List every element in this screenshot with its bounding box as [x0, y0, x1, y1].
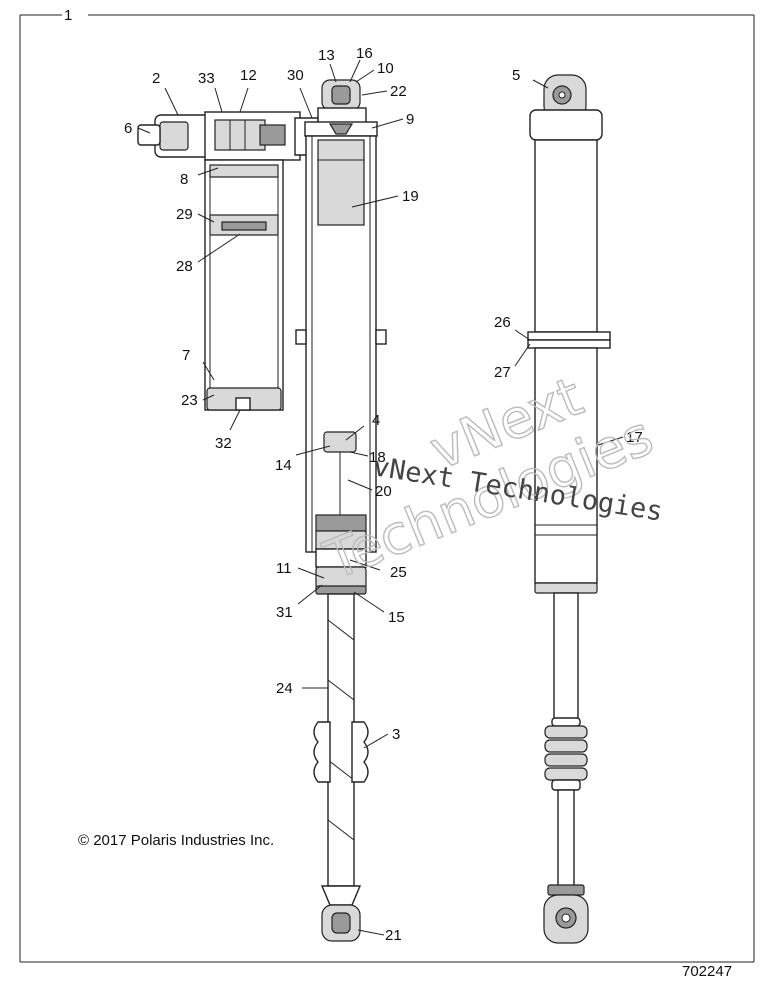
callout-8: 8 — [180, 171, 188, 188]
callout-13: 13 — [318, 47, 335, 64]
callout-6: 6 — [124, 120, 132, 137]
callout-labels: 1 2 33 12 30 13 16 10 22 9 5 6 8 19 29 2… — [64, 7, 643, 944]
callout-30: 30 — [287, 67, 304, 84]
assembled-shock — [527, 74, 611, 944]
callout-15: 15 — [388, 609, 405, 626]
callout-18: 18 — [369, 449, 386, 466]
callout-22: 22 — [390, 83, 407, 100]
callout-7: 7 — [182, 347, 190, 364]
callout-14: 14 — [275, 457, 292, 474]
figure-number: 702247 — [682, 963, 732, 980]
callout-23: 23 — [181, 392, 198, 409]
callout-16: 16 — [356, 45, 373, 62]
copyright-text: © 2017 Polaris Industries Inc. — [78, 832, 274, 849]
callout-1: 1 — [64, 7, 72, 24]
callout-21: 21 — [385, 927, 402, 944]
callout-20: 20 — [375, 483, 392, 500]
callout-4: 4 — [372, 412, 380, 429]
diagram-frame — [19, 14, 755, 963]
callout-32: 32 — [215, 435, 232, 452]
leader-lines — [137, 59, 624, 936]
callout-25: 25 — [390, 564, 407, 581]
reservoir-assembly — [137, 111, 319, 411]
callout-17: 17 — [626, 429, 643, 446]
callout-24: 24 — [276, 680, 293, 697]
callout-19: 19 — [402, 188, 419, 205]
callout-2: 2 — [152, 70, 160, 87]
callout-11: 11 — [276, 560, 292, 577]
callout-31: 31 — [276, 604, 293, 621]
callout-27: 27 — [494, 364, 511, 381]
callout-10: 10 — [377, 60, 394, 77]
callout-26: 26 — [494, 314, 511, 331]
callout-3: 3 — [392, 726, 400, 743]
callout-29: 29 — [176, 206, 193, 223]
callout-33: 33 — [198, 70, 215, 87]
callout-12: 12 — [240, 67, 257, 84]
shock-body-section — [295, 79, 387, 942]
callout-5: 5 — [512, 67, 520, 84]
callout-28: 28 — [176, 258, 193, 275]
callout-9: 9 — [406, 111, 414, 128]
